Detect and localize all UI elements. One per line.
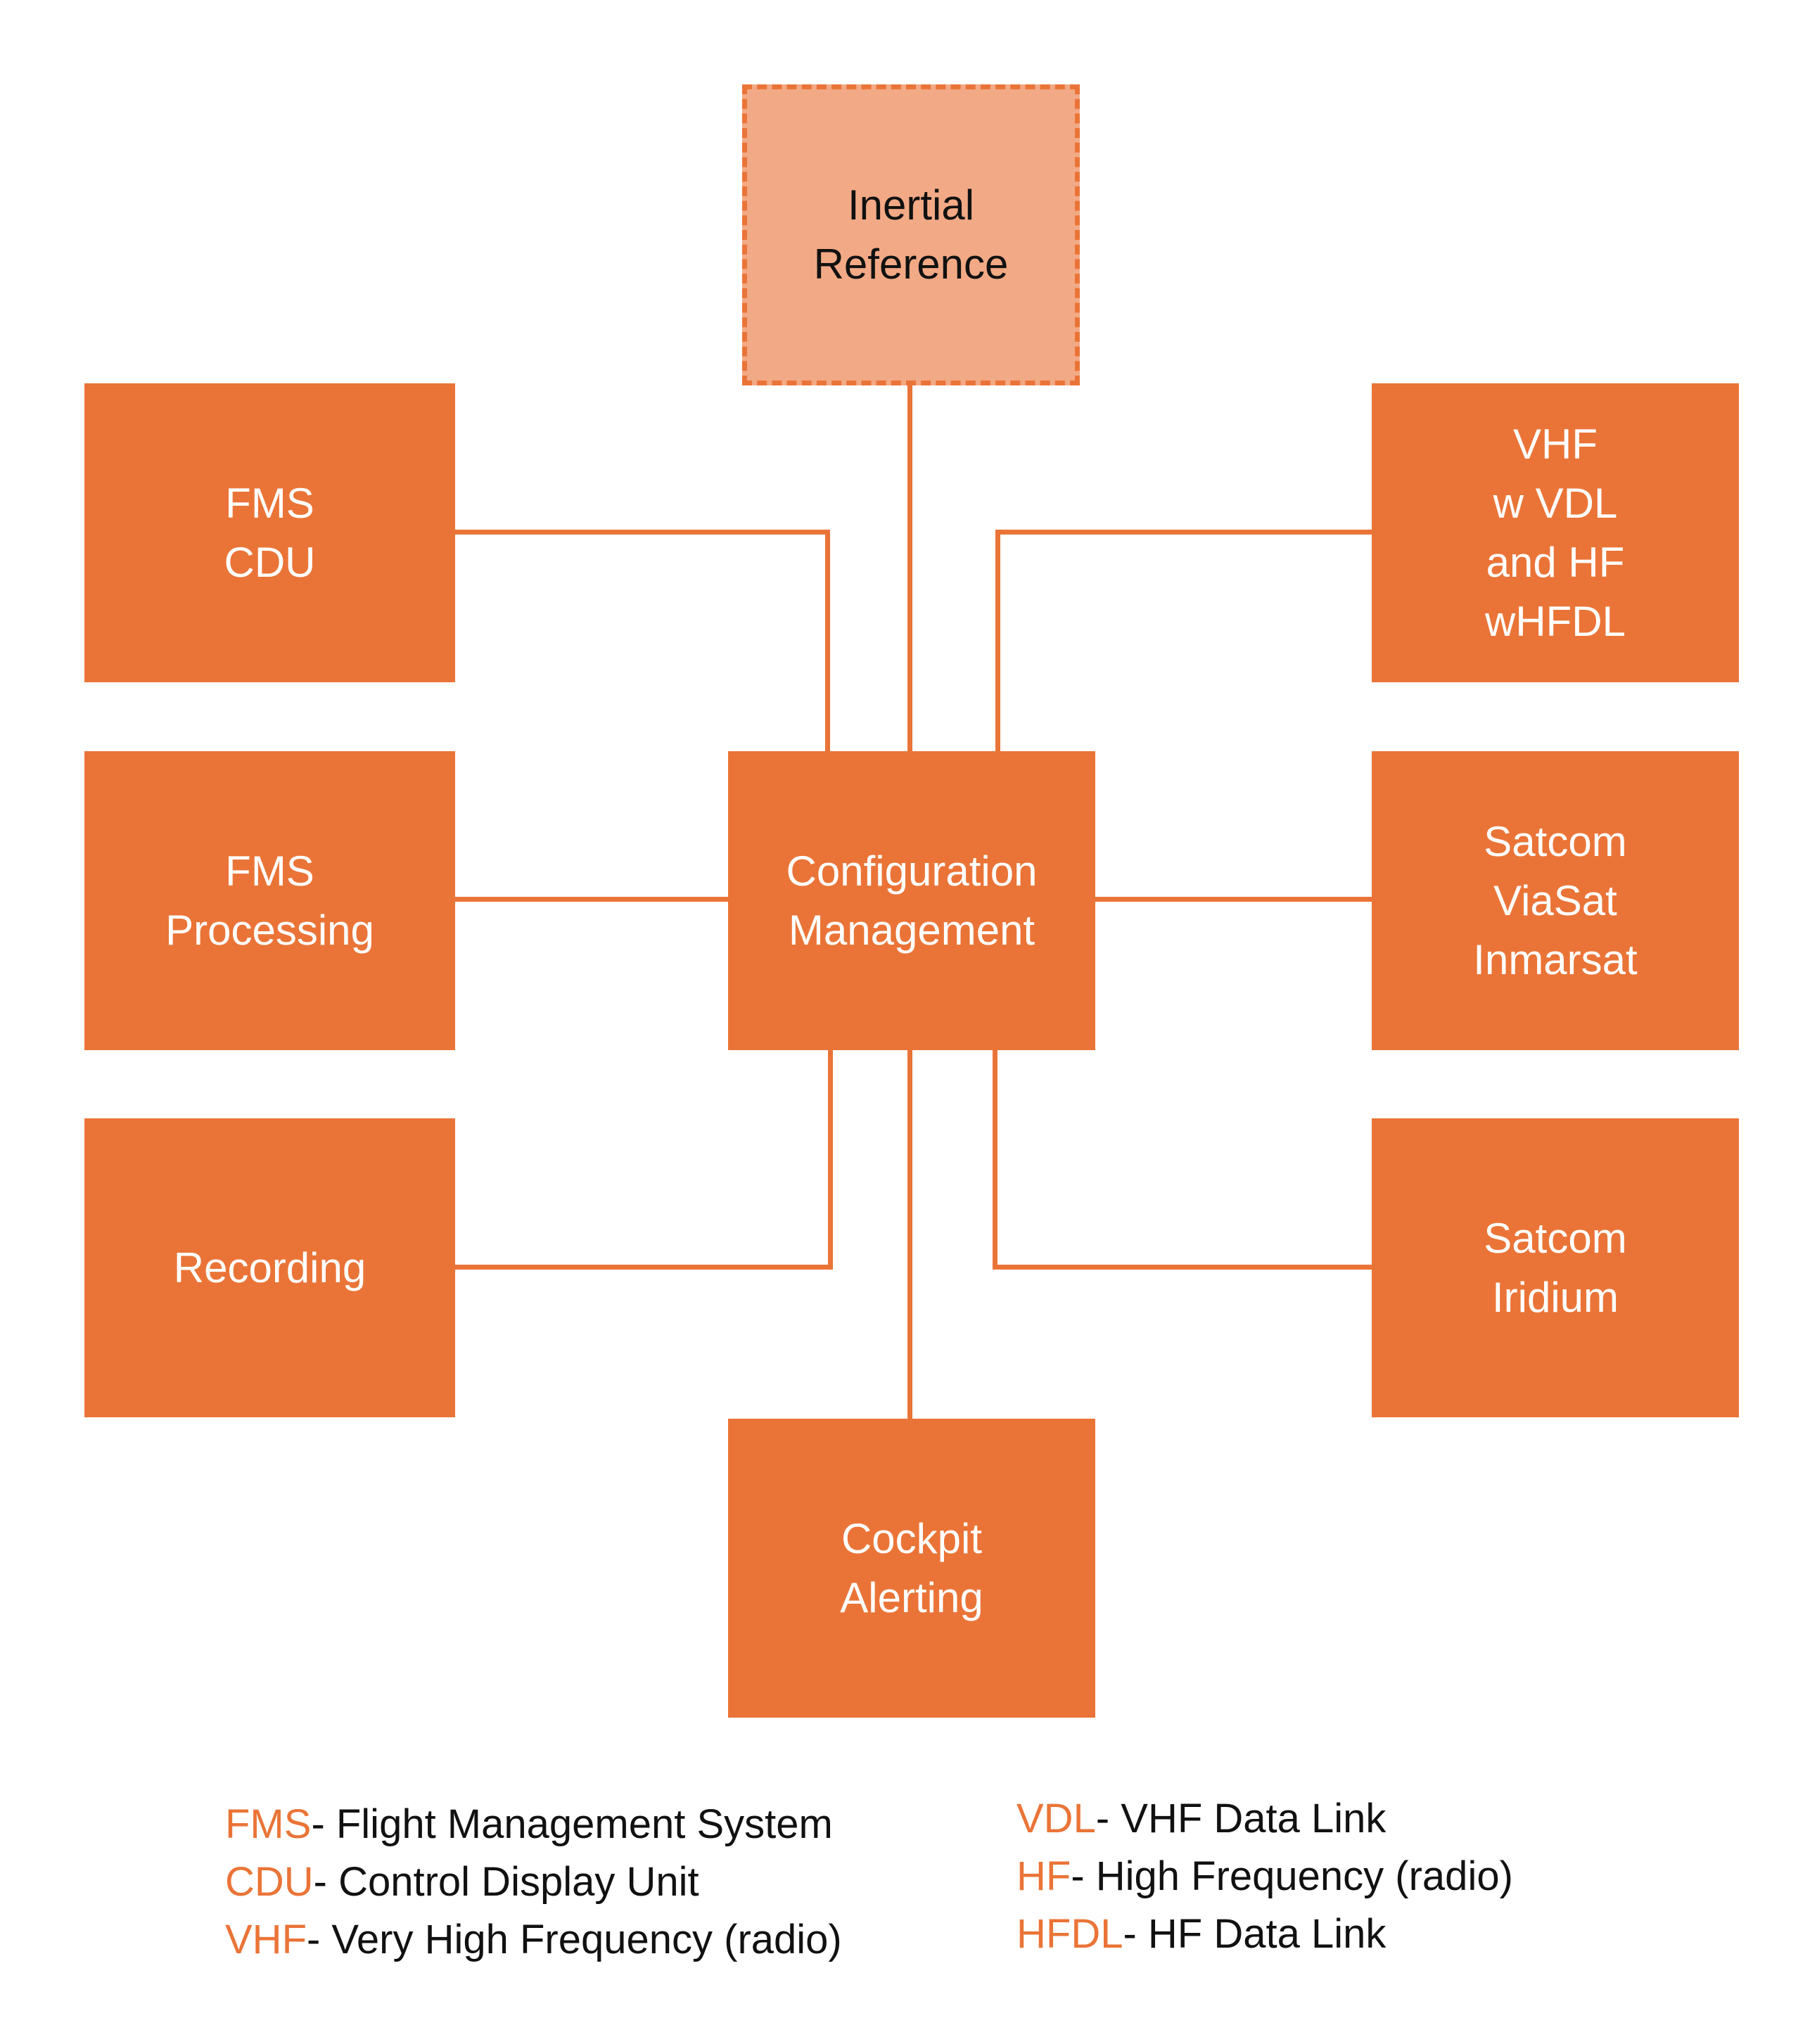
node-label: Iridium: [1491, 1273, 1619, 1321]
node-label: Processing: [165, 906, 374, 954]
node-label: Reference: [813, 241, 1009, 288]
node-label: w VDL: [1493, 479, 1618, 527]
node-label: Satcom: [1484, 817, 1627, 865]
node-satcom-viasat: Satcom ViaSat Inmarsat: [1372, 751, 1739, 1050]
node-label: FMS: [225, 847, 314, 895]
wire-iridium-h: [993, 1265, 1372, 1270]
wire-fms-processing: [454, 897, 728, 902]
node-configuration-management: Configuration Management: [728, 751, 1095, 1050]
node-recording: Recording: [84, 1118, 455, 1417]
node-fms-processing: FMS Processing: [84, 751, 455, 1050]
wire-satcom-viasat: [1094, 897, 1372, 902]
wire-recording-v: [828, 1048, 833, 1270]
node-label: Alerting: [840, 1573, 983, 1621]
node-fms-cdu: FMS CDU: [84, 383, 455, 682]
legend-entry: HFDL- HF Data Link: [1016, 1905, 1513, 1963]
legend-abbr: CDU: [225, 1859, 314, 1905]
legend-entry: VDL- VHF Data Link: [1016, 1790, 1513, 1848]
legend-entry: HF- High Frequency (radio): [1016, 1848, 1513, 1905]
node-label: VHF: [1513, 420, 1598, 468]
node-cockpit-alerting: Cockpit Alerting: [728, 1419, 1095, 1718]
wire-recording-h: [454, 1265, 833, 1270]
node-label: FMS: [225, 479, 314, 527]
legend-text: - VHF Data Link: [1095, 1796, 1386, 1841]
legend-text: - Flight Management System: [311, 1801, 833, 1847]
wire-config-to-cockpit: [907, 1048, 912, 1419]
node-satcom-iridium: Satcom Iridium: [1372, 1118, 1739, 1417]
node-inertial-reference: Inertial Reference: [742, 84, 1080, 385]
legend-entry: VHF- Very High Frequency (radio): [225, 1911, 842, 1969]
legend-text: - Very High Frequency (radio): [307, 1917, 842, 1962]
legend-abbr: HFDL: [1016, 1911, 1123, 1957]
legend-abbr: FMS: [225, 1801, 312, 1847]
legend-text: - Control Display Unit: [313, 1859, 699, 1905]
node-label: Configuration: [786, 847, 1038, 895]
legend-right: VDL- VHF Data Link HF- High Frequency (r…: [1016, 1790, 1513, 1963]
legend-entry: CDU- Control Display Unit: [225, 1853, 842, 1911]
node-label: and HF: [1486, 538, 1625, 586]
wire-vhf-h: [995, 530, 1372, 535]
legend-text: - High Frequency (radio): [1071, 1853, 1513, 1899]
wire-vhf-v: [995, 530, 1000, 753]
legend-abbr: VHF: [225, 1917, 307, 1962]
node-label: Management: [788, 906, 1035, 954]
legend-entry: FMS- Flight Management System: [225, 1796, 842, 1853]
legend-abbr: HF: [1016, 1853, 1071, 1899]
node-label: Cockpit: [841, 1514, 983, 1562]
wire-iridium-v: [993, 1048, 997, 1270]
node-label: Satcom: [1484, 1214, 1627, 1262]
node-label: Inertial: [847, 181, 975, 229]
node-vhf-hf: VHF w VDL and HF wHFDL: [1372, 383, 1739, 682]
node-label: ViaSat: [1493, 876, 1617, 924]
node-label: CDU: [224, 538, 316, 586]
node-label: wHFDL: [1484, 597, 1626, 645]
legend-left: FMS- Flight Management System CDU- Contr…: [225, 1796, 842, 1969]
legend-abbr: VDL: [1016, 1796, 1096, 1841]
node-label: Recording: [173, 1244, 366, 1291]
node-label: Inmarsat: [1473, 935, 1638, 983]
wire-fms-cdu-v: [825, 530, 830, 753]
wire-fms-cdu-h: [454, 530, 830, 535]
legend-text: - HF Data Link: [1123, 1911, 1386, 1957]
wire-inertial-to-config: [907, 380, 912, 753]
